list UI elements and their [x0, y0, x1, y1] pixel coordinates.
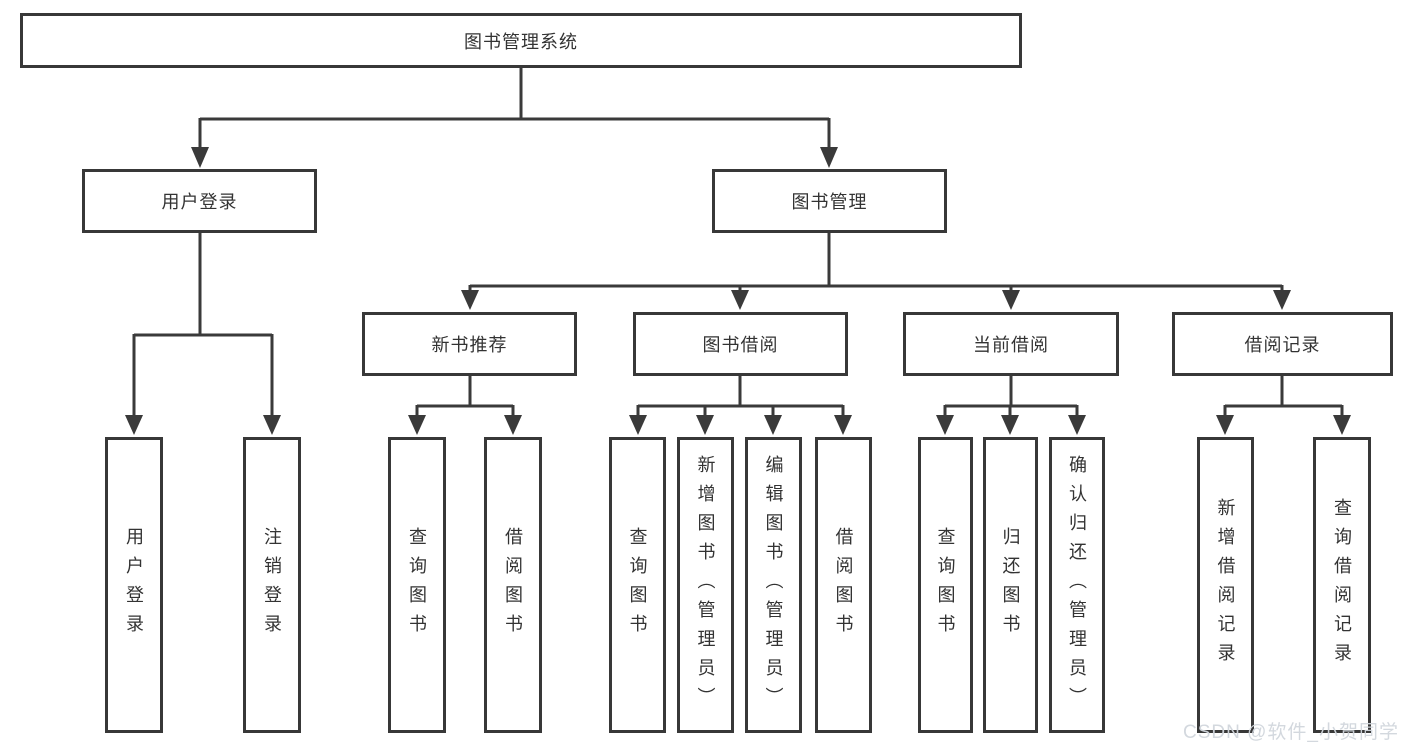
- leaf-label: 新增图书（管理员）: [695, 454, 716, 716]
- leaf-label: 查询借阅记录: [1332, 498, 1352, 672]
- leaf-query-books: 查询图书: [609, 437, 666, 733]
- leaf-add-borrow-record: 新增借阅记录: [1197, 437, 1254, 733]
- leaf-label: 确认归还（管理员）: [1067, 454, 1087, 716]
- leaf-label: 注销登录: [262, 527, 282, 643]
- leaf-label: 查询图书: [935, 527, 956, 643]
- leaf-query-borrow-record: 查询借阅记录: [1313, 437, 1371, 733]
- leaf-borrow-books: 借阅图书: [815, 437, 872, 733]
- leaf-query-books-current: 查询图书: [918, 437, 973, 733]
- node-book-management: 图书管理: [712, 169, 947, 233]
- leaf-logout: 注销登录: [243, 437, 301, 733]
- leaf-label: 查询图书: [627, 527, 648, 643]
- leaf-borrow-books-recommend: 借阅图书: [484, 437, 542, 733]
- leaf-label: 新增借阅记录: [1215, 498, 1236, 672]
- node-new-book-recommend: 新书推荐: [362, 312, 577, 376]
- leaf-edit-books-admin: 编辑图书（管理员）: [745, 437, 802, 733]
- watermark: CSDN @软件_小贺同学: [1183, 722, 1399, 743]
- leaf-label: 查询图书: [407, 527, 427, 643]
- node-root: 图书管理系统: [20, 13, 1022, 68]
- node-book-borrow: 图书借阅: [633, 312, 848, 376]
- leaf-confirm-return-admin: 确认归还（管理员）: [1049, 437, 1105, 733]
- leaf-user-login: 用户登录: [105, 437, 163, 733]
- leaf-label: 借阅图书: [833, 527, 854, 643]
- arrowheads: [125, 147, 1351, 435]
- node-user-login: 用户登录: [82, 169, 317, 233]
- node-borrow-records: 借阅记录: [1172, 312, 1393, 376]
- leaf-return-books: 归还图书: [983, 437, 1038, 733]
- leaf-label: 借阅图书: [503, 527, 523, 643]
- leaf-label: 归还图书: [1000, 527, 1021, 643]
- leaf-add-books-admin: 新增图书（管理员）: [677, 437, 734, 733]
- leaf-query-books-recommend: 查询图书: [388, 437, 446, 733]
- leaf-label: 编辑图书（管理员）: [763, 454, 784, 716]
- leaf-label: 用户登录: [124, 527, 144, 643]
- node-current-borrow: 当前借阅: [903, 312, 1119, 376]
